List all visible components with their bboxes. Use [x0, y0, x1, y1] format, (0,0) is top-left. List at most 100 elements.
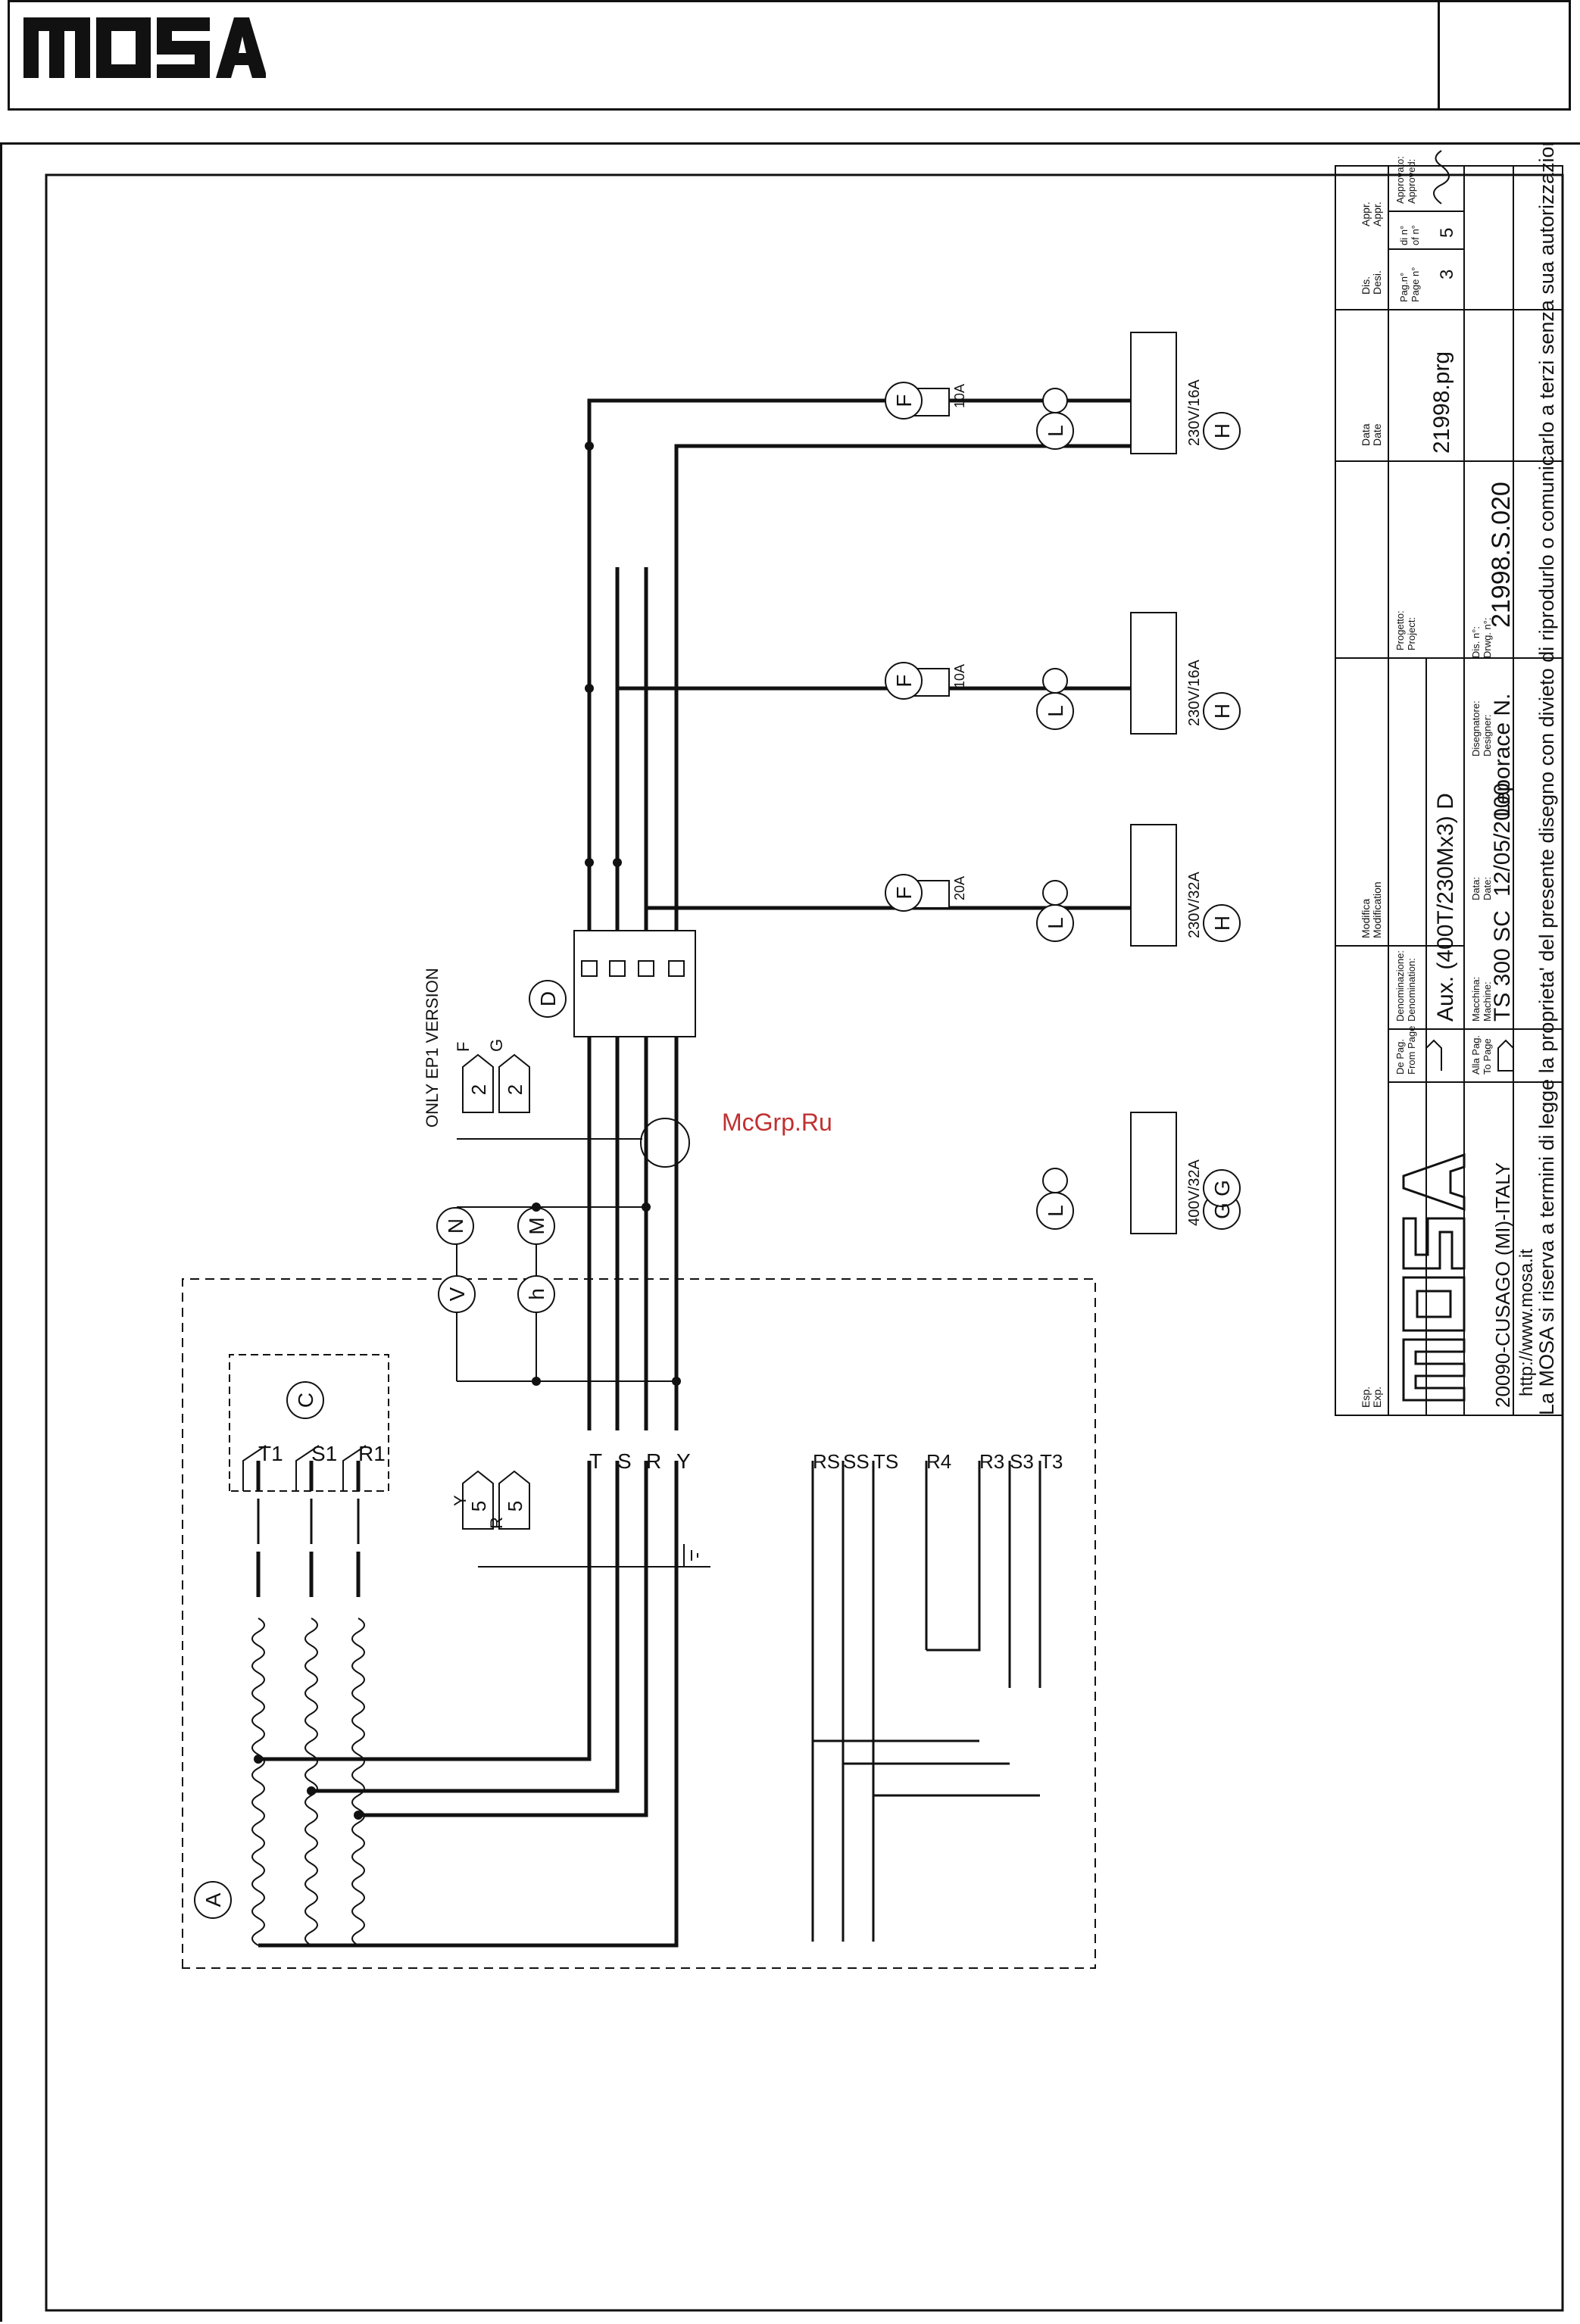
exp-label: Exp. [1371, 1387, 1383, 1408]
socket-ref-0 [1203, 412, 1241, 450]
designer-label-it: Disegnatore: [1470, 700, 1482, 756]
sense-terminal-t3: T3 [1040, 1450, 1063, 1473]
socket-ref-1 [1203, 692, 1241, 730]
junction-dot [672, 1377, 681, 1386]
sense-terminal-rs: RS [813, 1450, 840, 1473]
page-ref-upper-1: 2 [504, 1084, 526, 1095]
fuse-rating-1: 10A [952, 664, 967, 688]
of-label: di n° [1398, 226, 1410, 245]
socket-ref-2 [1203, 904, 1241, 942]
junction-dot [532, 1377, 541, 1386]
earth-symbol [683, 1544, 698, 1567]
esp-label: Esp. [1360, 1387, 1372, 1408]
drwg-no-label: Dis. n°: [1470, 626, 1482, 658]
machine-value: TS 300 SC [1490, 910, 1515, 1022]
hourmeter [517, 1275, 555, 1313]
socket-body-0 [1130, 332, 1177, 454]
page-ref-lower-1: 5 [504, 1501, 526, 1511]
junction-dot [585, 684, 594, 693]
socket-1 [1130, 612, 1177, 735]
project-value: 21998.prg [1429, 351, 1454, 454]
terminal-s1: S1 [311, 1442, 337, 1465]
signature [1433, 150, 1450, 204]
project-label: Project: [1406, 617, 1417, 650]
progetto-label: Progetto: [1394, 610, 1406, 650]
wire-g-label: G [487, 1039, 506, 1052]
approvato-label: Approvato: [1394, 156, 1406, 204]
fuse-ref-1 [885, 662, 923, 700]
sense-terminal-ts: TS [873, 1450, 898, 1473]
sense-terminal-s3: S3 [1010, 1450, 1034, 1473]
machine-label: Machine: [1482, 981, 1493, 1022]
socket-2 [1130, 824, 1177, 947]
switch-pole-3 [668, 960, 685, 977]
main-switch-d [573, 930, 696, 1037]
socket-0 [1130, 332, 1177, 454]
page-no-label: Pag.n° [1398, 273, 1410, 302]
component-c-label: C [294, 1393, 317, 1408]
winding-coil-0 [251, 1617, 265, 1946]
component-a [194, 1881, 232, 1919]
current-transformer [640, 1118, 690, 1168]
fuse-ref-0 [885, 382, 923, 420]
socket-body-3 [1130, 1112, 1177, 1234]
lamp-ref-0-label: L [1044, 425, 1067, 437]
page-ref-lower-0: 5 [467, 1501, 490, 1511]
watermark: McGrp.Ru [722, 1109, 832, 1136]
desi-label: Desi. [1371, 270, 1383, 295]
denomination-value: Aux. (400T/230Mx3) D [1433, 793, 1458, 1022]
wire-f-label: F [454, 1042, 473, 1052]
header-page-box [1438, 2, 1569, 108]
dis-label: Dis. [1360, 276, 1372, 295]
junction-dot [254, 1755, 263, 1764]
sense-terminal-r4: R4 [926, 1450, 951, 1473]
junction-dot [613, 858, 622, 867]
component-m-label: M [525, 1217, 548, 1234]
socket-ref-1-label: H [1210, 703, 1234, 719]
drwg-no-label-en: Drwg. n°: [1482, 617, 1493, 658]
terminal-t1: T1 [258, 1442, 283, 1465]
from-page-label-it: De Pag. [1394, 1039, 1406, 1075]
page-ref-upper-0: 2 [467, 1084, 490, 1095]
denomination-label: Denomination: [1406, 958, 1417, 1022]
aux-terminal-y: Y [676, 1449, 691, 1473]
aux-terminal-s: S [617, 1449, 632, 1473]
data-label: Data [1360, 423, 1372, 446]
pilot-lamp-1 [1042, 668, 1068, 694]
macchina-label: Macchina: [1470, 977, 1482, 1022]
page-number: 3 [1437, 270, 1457, 279]
switch-pole-0 [581, 960, 598, 977]
socket-rating-2: 230V/32A [1186, 871, 1203, 938]
wire-r-label: R [487, 1517, 506, 1529]
junction-dot [354, 1811, 363, 1820]
to-page-label: To Page [1482, 1038, 1493, 1075]
drawing-number: 21998.S.020 [1487, 482, 1516, 628]
sense-terminal-r3: R3 [979, 1450, 1004, 1473]
switch-pole-2 [638, 960, 654, 977]
page-header [8, 0, 1571, 111]
from-page-label: From Page [1406, 1026, 1417, 1075]
winding-coil-2 [351, 1617, 365, 1946]
company-website: http://www.mosa.it [1516, 1249, 1537, 1396]
ep1-version-caption: ONLY EP1 VERSION [423, 968, 442, 1128]
company-logo-outline [1402, 1153, 1466, 1402]
page-connector-lower-1 [498, 1470, 530, 1530]
wire-y-label: Y [451, 1495, 470, 1506]
component-c [286, 1381, 324, 1419]
designer-value: Leporace N. [1490, 694, 1515, 817]
terminal-r1: R1 [358, 1442, 386, 1465]
lamp-ref-2-label: L [1044, 917, 1067, 929]
socket-3 [1130, 1112, 1177, 1234]
modifica-label: Modifica [1360, 899, 1372, 938]
from-page-arrow [1425, 1039, 1442, 1071]
fuse-rating-2: 20A [952, 876, 967, 900]
fuse-ref-1-label: F [892, 674, 916, 687]
date-field-label: Date: [1482, 877, 1493, 900]
designer-label-en: Designer: [1482, 714, 1493, 756]
component-a-label: A [201, 1892, 225, 1907]
copyright-notice: La MOSA si riserva a termini di legge la… [1535, 145, 1558, 1415]
junction-dot [532, 1203, 541, 1212]
denominazione-label: Denominazione: [1394, 950, 1406, 1022]
